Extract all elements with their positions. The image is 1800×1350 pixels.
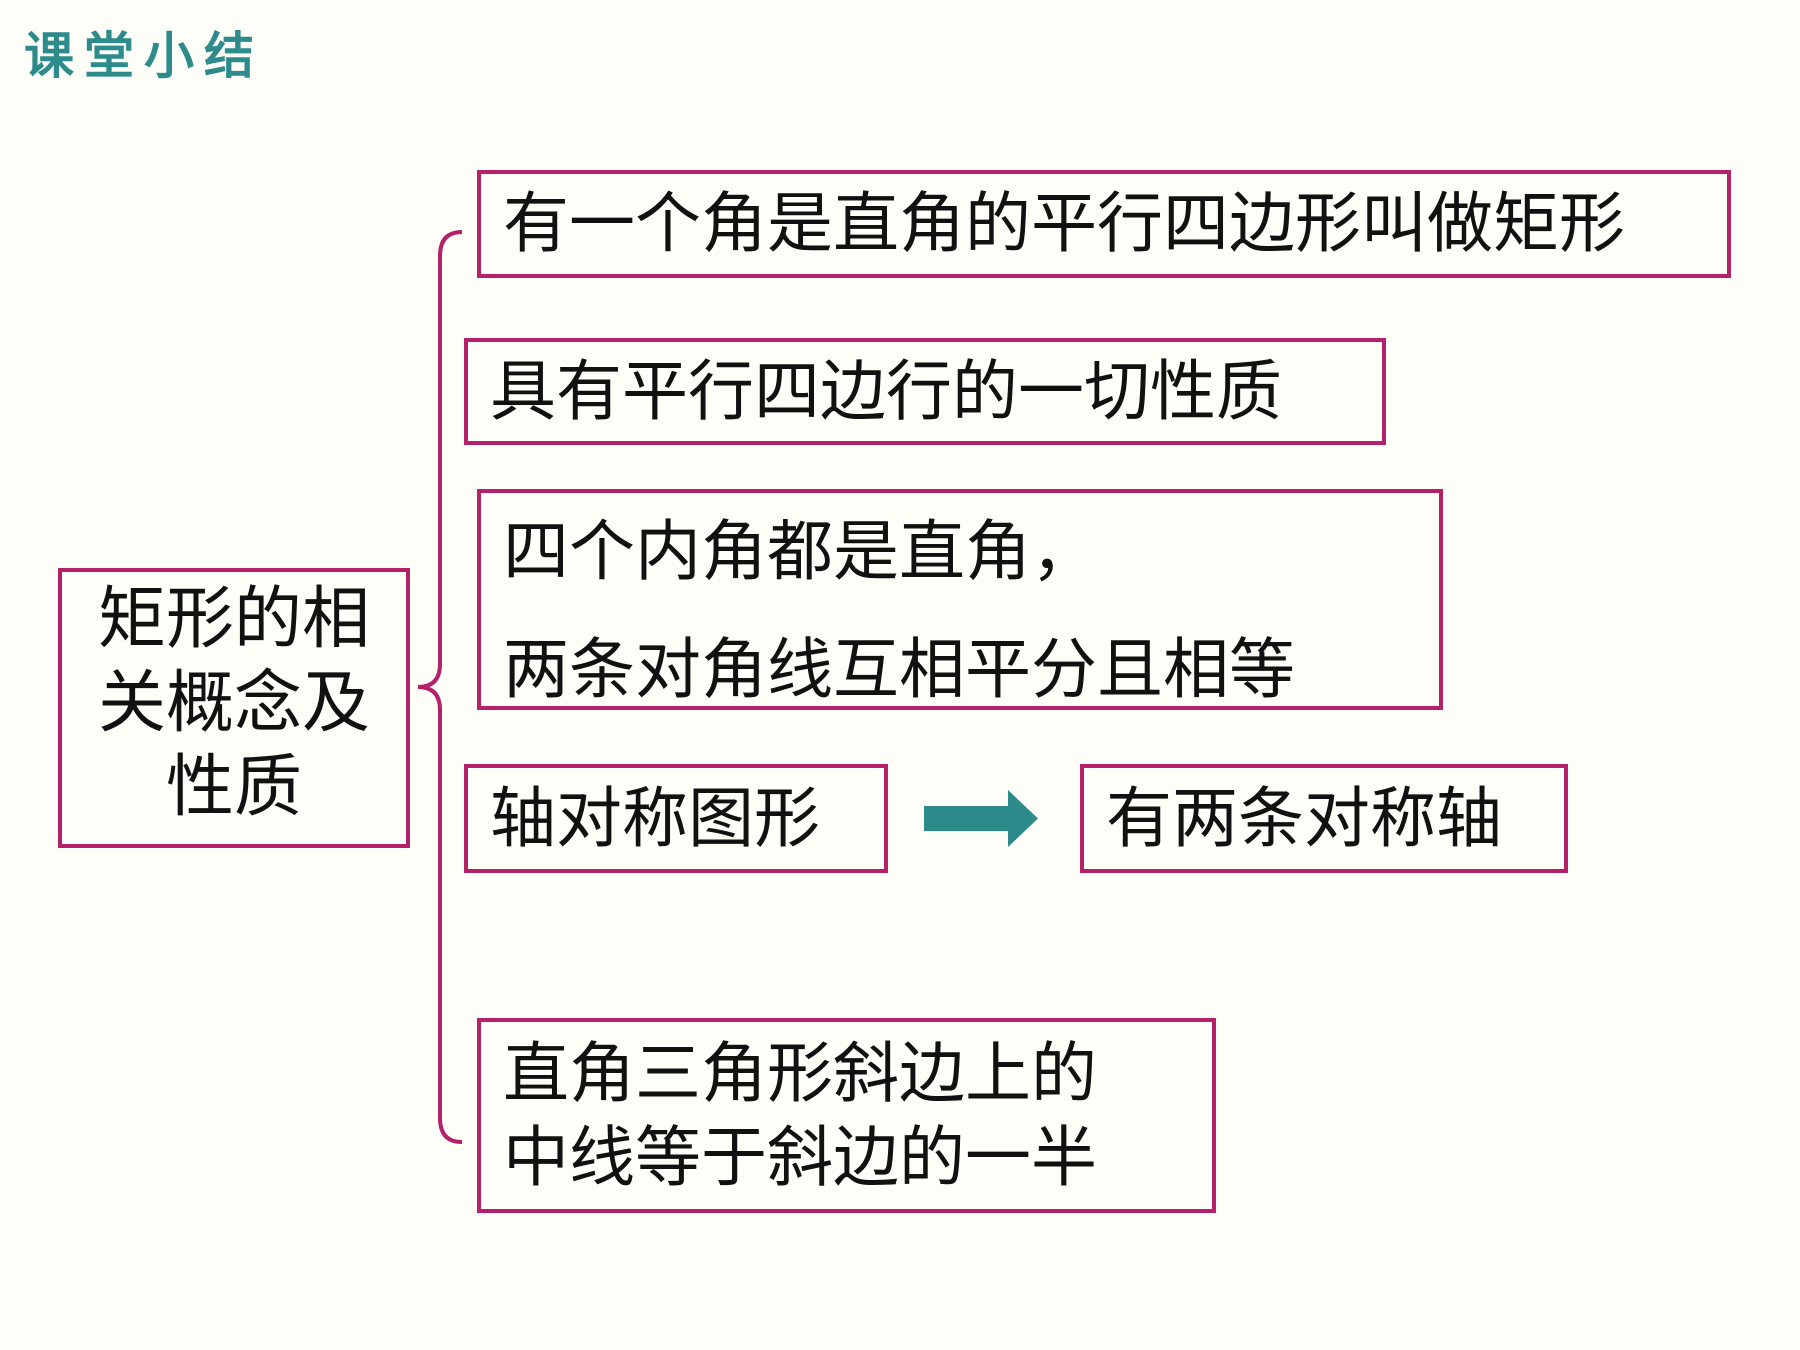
symmetry-text: 轴对称图形 [490, 780, 820, 857]
symmetry-result-text: 有两条对称轴 [1106, 780, 1502, 857]
angles-text: 四个内角都是直角， [503, 513, 1097, 590]
definition-box: 有一个角是直角的平行四边形叫做矩形 [477, 170, 1731, 278]
page-title: 课堂小结 [24, 26, 264, 85]
parallelogram-property-box: 具有平行四边行的一切性质 [464, 338, 1386, 445]
symmetry-result-box: 有两条对称轴 [1080, 764, 1568, 873]
central-line-1: 矩形的相 [97, 580, 370, 659]
median-text-line-1: 直角三角形斜边上的 [503, 1035, 1097, 1112]
diagonals-text: 两条对角线互相平分且相等 [503, 631, 1295, 708]
central-concept-box: 矩形的相 关概念及 性质 [58, 568, 410, 848]
right-arrow-icon [924, 790, 1038, 847]
median-property-box: 直角三角形斜边上的 中线等于斜边的一半 [477, 1018, 1216, 1213]
left-brace [417, 230, 463, 1144]
parallelogram-property-text: 具有平行四边行的一切性质 [490, 353, 1282, 430]
angles-diagonals-box: 四个内角都是直角， 两条对角线互相平分且相等 [477, 489, 1443, 710]
central-line-3: 性质 [165, 748, 302, 827]
median-text-line-2: 中线等于斜边的一半 [503, 1119, 1097, 1196]
central-line-2: 关概念及 [97, 664, 370, 743]
definition-text: 有一个角是直角的平行四边形叫做矩形 [503, 185, 1625, 262]
symmetry-box: 轴对称图形 [464, 764, 888, 873]
